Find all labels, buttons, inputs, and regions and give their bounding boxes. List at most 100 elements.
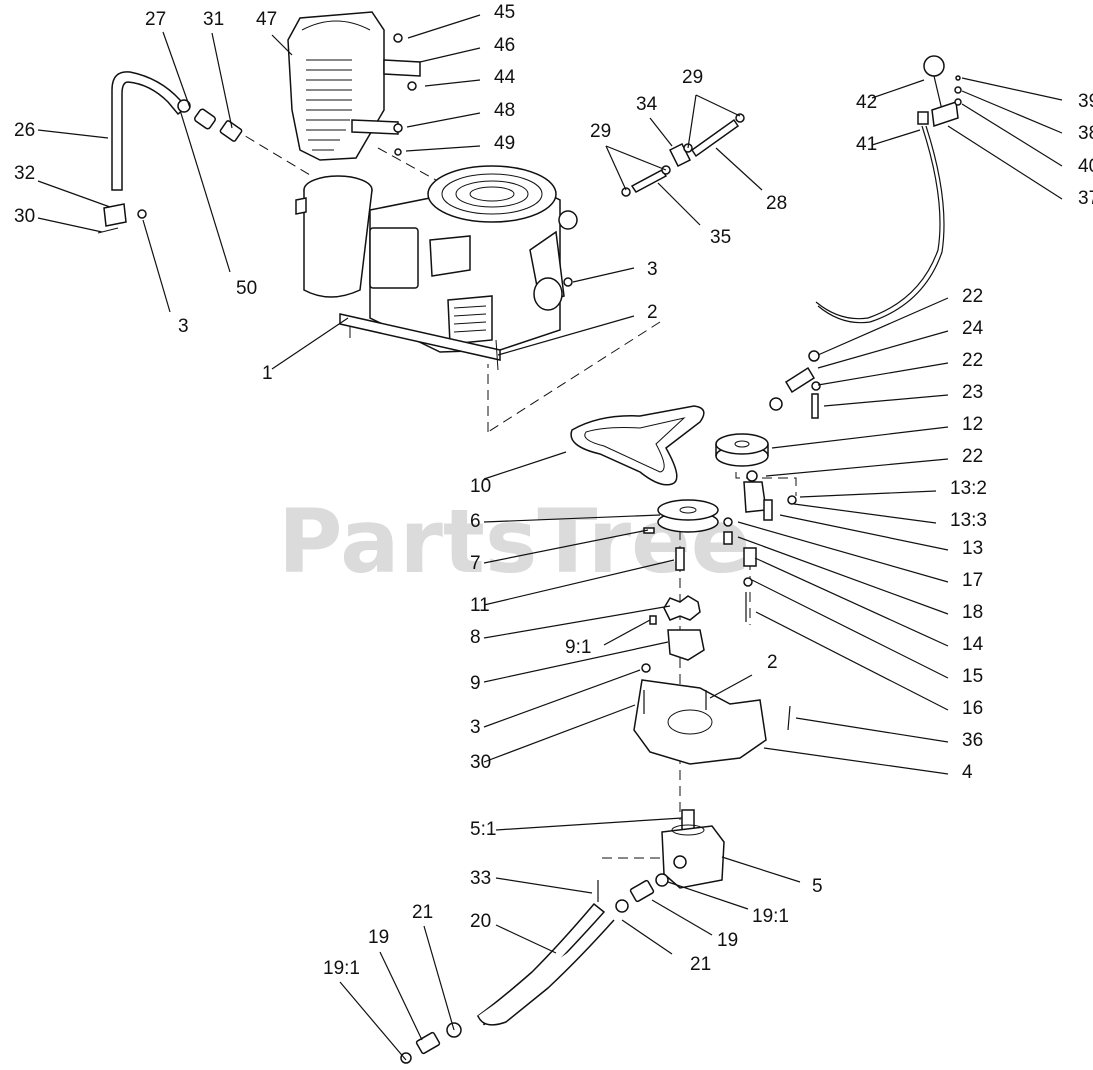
leader-line-39 [961,77,1063,101]
rod-assembly [621,113,745,197]
leader-line-35 [657,182,701,226]
leader-line-19a [651,899,713,936]
leader-line-45 [407,14,481,39]
callout-label-11: 11 [470,595,490,616]
callout-label-50: 50 [236,278,257,299]
leader-line-21b [621,919,673,955]
callout-label-36: 36 [962,730,983,751]
assembly-guide-lines [231,127,797,859]
callout-label-9_1: 9:1 [565,637,591,658]
callout-label-30b: 30 [470,752,491,773]
callout-label-21b: 21 [690,954,711,975]
callout-label-22c: 22 [962,446,983,467]
callout-label-41: 41 [856,134,877,155]
callout-label-48: 48 [494,100,515,121]
engine-assembly [295,165,578,371]
leader-line-48 [406,112,481,128]
leader-line-49 [405,145,481,152]
callout-label-15: 15 [962,666,983,687]
callout-label-22a: 22 [962,286,983,307]
leader-line-19_1b [339,981,407,1061]
callout-label-28: 28 [766,193,787,214]
callout-label-45: 45 [494,2,515,23]
callout-label-3b: 3 [647,259,658,280]
callout-label-32: 32 [14,163,35,184]
callout-label-34: 34 [636,94,658,115]
callout-label-22b: 22 [962,350,983,371]
leader-line-29b-3 [605,145,627,191]
coupler-assembly [649,547,705,661]
leader-line-50 [179,109,231,273]
leader-line-3a [142,219,171,313]
leader-line-1 [271,317,349,370]
callout-label-5: 5 [812,876,823,897]
idler-arm [723,470,797,622]
callout-label-3a: 3 [178,316,189,337]
leader-line-2b [709,674,753,699]
callout-label-37: 37 [1078,188,1093,209]
fuel-fittings [194,108,243,142]
leader-line-42 [871,79,925,99]
idler-pulley [715,433,769,467]
leader-line-3c [483,669,641,728]
callout-label-16: 16 [962,698,983,719]
leader-line-22c [765,458,949,477]
leader-line-44 [424,79,481,87]
throttle-lever-cable [815,55,962,324]
callout-label-10: 10 [470,476,491,497]
callout-label-19_1b: 19:1 [323,958,360,979]
leader-line-19_1a [667,881,749,910]
callout-label-35: 35 [710,227,731,248]
callout-label-27: 27 [145,9,166,30]
fuel-tube-assembly [97,71,191,234]
callout-label-13_3: 13:3 [950,510,987,531]
hydraulic-pump [597,809,725,902]
callout-label-47: 47 [256,9,277,30]
callout-label-20: 20 [470,911,491,932]
drive-pulley [643,499,719,534]
mounting-plate [633,663,791,765]
leader-line-16 [755,611,949,711]
leader-line-24 [817,330,949,369]
callout-label-42: 42 [856,92,877,113]
callout-label-30a: 30 [14,206,35,227]
callout-label-8: 8 [470,627,481,648]
callout-label-19a: 19 [717,930,738,951]
leader-line-33 [495,877,593,894]
callout-label-40: 40 [1078,156,1093,177]
callout-label-9: 9 [470,673,481,694]
callout-label-21a: 21 [412,902,433,923]
callout-label-18: 18 [962,602,983,623]
leader-line-27 [162,31,191,109]
leader-line-19b [379,951,423,1041]
callout-label-12: 12 [962,414,983,435]
leader-line-14 [754,557,949,647]
leader-line-4 [763,747,949,775]
leader-line-13_2 [799,490,937,498]
callout-label-7: 7 [470,553,481,574]
callout-label-17: 17 [962,570,983,591]
callout-label-26: 26 [14,120,35,141]
leader-line-7 [483,529,649,564]
leader-line-34 [649,117,673,147]
suction-hose-assembly [400,873,669,1064]
leader-line-22a [817,297,949,356]
leader-line-36 [795,717,949,743]
leader-line-13_3 [793,503,937,524]
leader-line-32 [37,180,111,208]
leader-line-41 [871,129,921,146]
leader-line-47 [271,34,293,56]
callout-label-23: 23 [962,382,983,403]
callout-label-24: 24 [962,318,984,339]
leader-line-9_1 [603,619,651,646]
leader-line-18 [737,536,949,615]
tensioner-spring [769,350,821,419]
leader-line-21a [423,925,455,1031]
leader-line-20 [495,924,557,954]
callout-label-5_1: 5:1 [470,819,496,840]
drive-belt [570,405,705,486]
leader-line-5 [721,856,801,883]
leader-line-30b [483,704,636,763]
leader-line-9 [483,641,669,683]
